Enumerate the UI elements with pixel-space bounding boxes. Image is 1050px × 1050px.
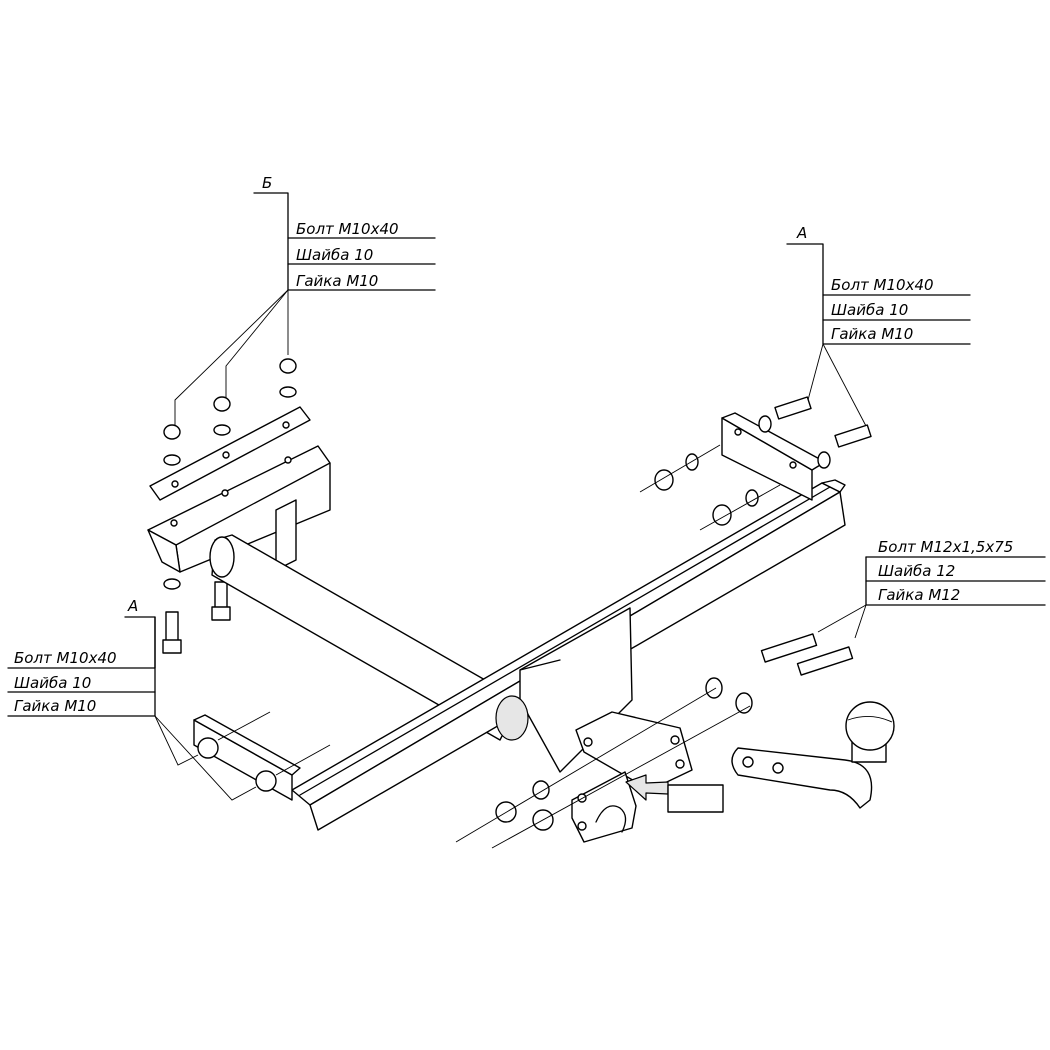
left-fasteners [197,711,331,792]
callout-ball-nut-label: Гайка М12 [878,586,960,604]
callout-a-left: А Болт М10х40 Шайба 10 Гайка М10 [7,597,257,801]
callout-a-right-washer-label: Шайба 10 [831,301,908,319]
callout-a-right: А Болт М10х40 Шайба 10 Гайка М10 [786,224,971,427]
left-upper-bracket [147,358,331,654]
callout-a-left-letter: А [127,597,138,615]
callout-b-letter: Б [262,174,272,192]
callout-a-left-nut-label: Гайка М10 [14,697,96,715]
callout-ball-washer-label: Шайба 12 [878,562,955,580]
callout-ball-bolt-label: Болт М12х1,5х75 [878,538,1013,556]
callout-b-bolt-label: Болт М10х40 [296,220,399,238]
ball-mount-fasteners [455,633,854,849]
callout-a-right-letter: А [796,224,807,242]
callout-a-right-nut-label: Гайка М10 [831,325,913,343]
main-crossbar [193,412,846,831]
tow-ball-arm [731,701,895,809]
callout-b-nut-label: Гайка М10 [296,272,378,290]
callout-b-washer-label: Шайба 10 [296,246,373,264]
callout-a-left-bolt-label: Болт М10х40 [14,649,117,667]
right-fasteners [639,396,872,531]
hitch-plates [571,711,724,843]
callout-a-left-washer-label: Шайба 10 [14,674,91,692]
callout-b: Б Болт М10х40 Шайба 10 Гайка М10 [174,174,436,425]
callout-a-right-bolt-label: Болт М10х40 [831,276,934,294]
callout-ball-mount: Болт М12х1,5х75 Шайба 12 Гайка М12 [817,538,1046,639]
